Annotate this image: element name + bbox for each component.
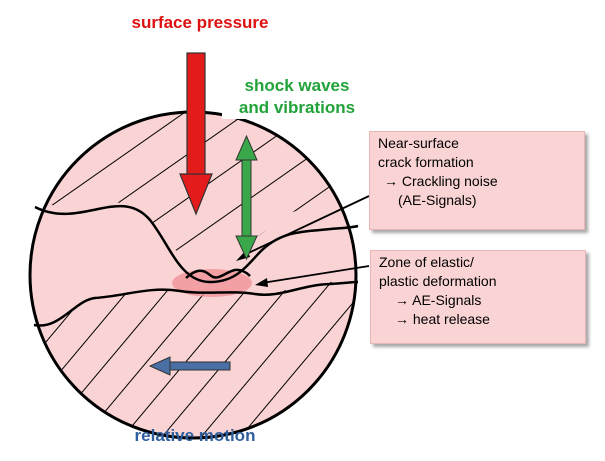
down-arrow-icon [179,52,213,216]
crack-line [185,268,251,279]
shock-waves-label: shock waves and vibrations [222,75,372,119]
crack-box-line4: (AE-Signals) [398,192,477,208]
double-arrow-icon [235,134,258,261]
crack-box-line3: → Crackling noise [384,173,498,189]
shock-waves-line2: and vibrations [238,98,356,117]
lower-body-hatch [30,280,356,438]
relative-motion-label: relative motion [134,426,256,445]
deformation-zone-box: Zone of elastic/ plastic deformation → A… [370,250,586,344]
zone-pointer-line [261,265,370,284]
left-arrow-icon [148,356,231,376]
zone-pointer-arrowhead [255,278,268,287]
crack-formation-box: Near-surface crack formation → Crackling… [369,131,585,230]
surface-pressure-label: surface pressure [131,13,269,32]
lower-boundary-line [33,280,359,327]
crack-box-line2: crack formation [378,154,474,170]
shock-waves-line1: shock waves [244,76,350,95]
zone-box-line2: plastic deformation [379,273,497,289]
upper-boundary-line [34,204,359,284]
crack-box-line1: Near-surface [378,135,459,151]
zone-box-line3: → AE-Signals [395,292,482,308]
crack-pointer-line [241,195,370,257]
zone-box-line4: → heat release [395,311,490,327]
zone-box-line1: Zone of elastic/ [379,254,474,270]
